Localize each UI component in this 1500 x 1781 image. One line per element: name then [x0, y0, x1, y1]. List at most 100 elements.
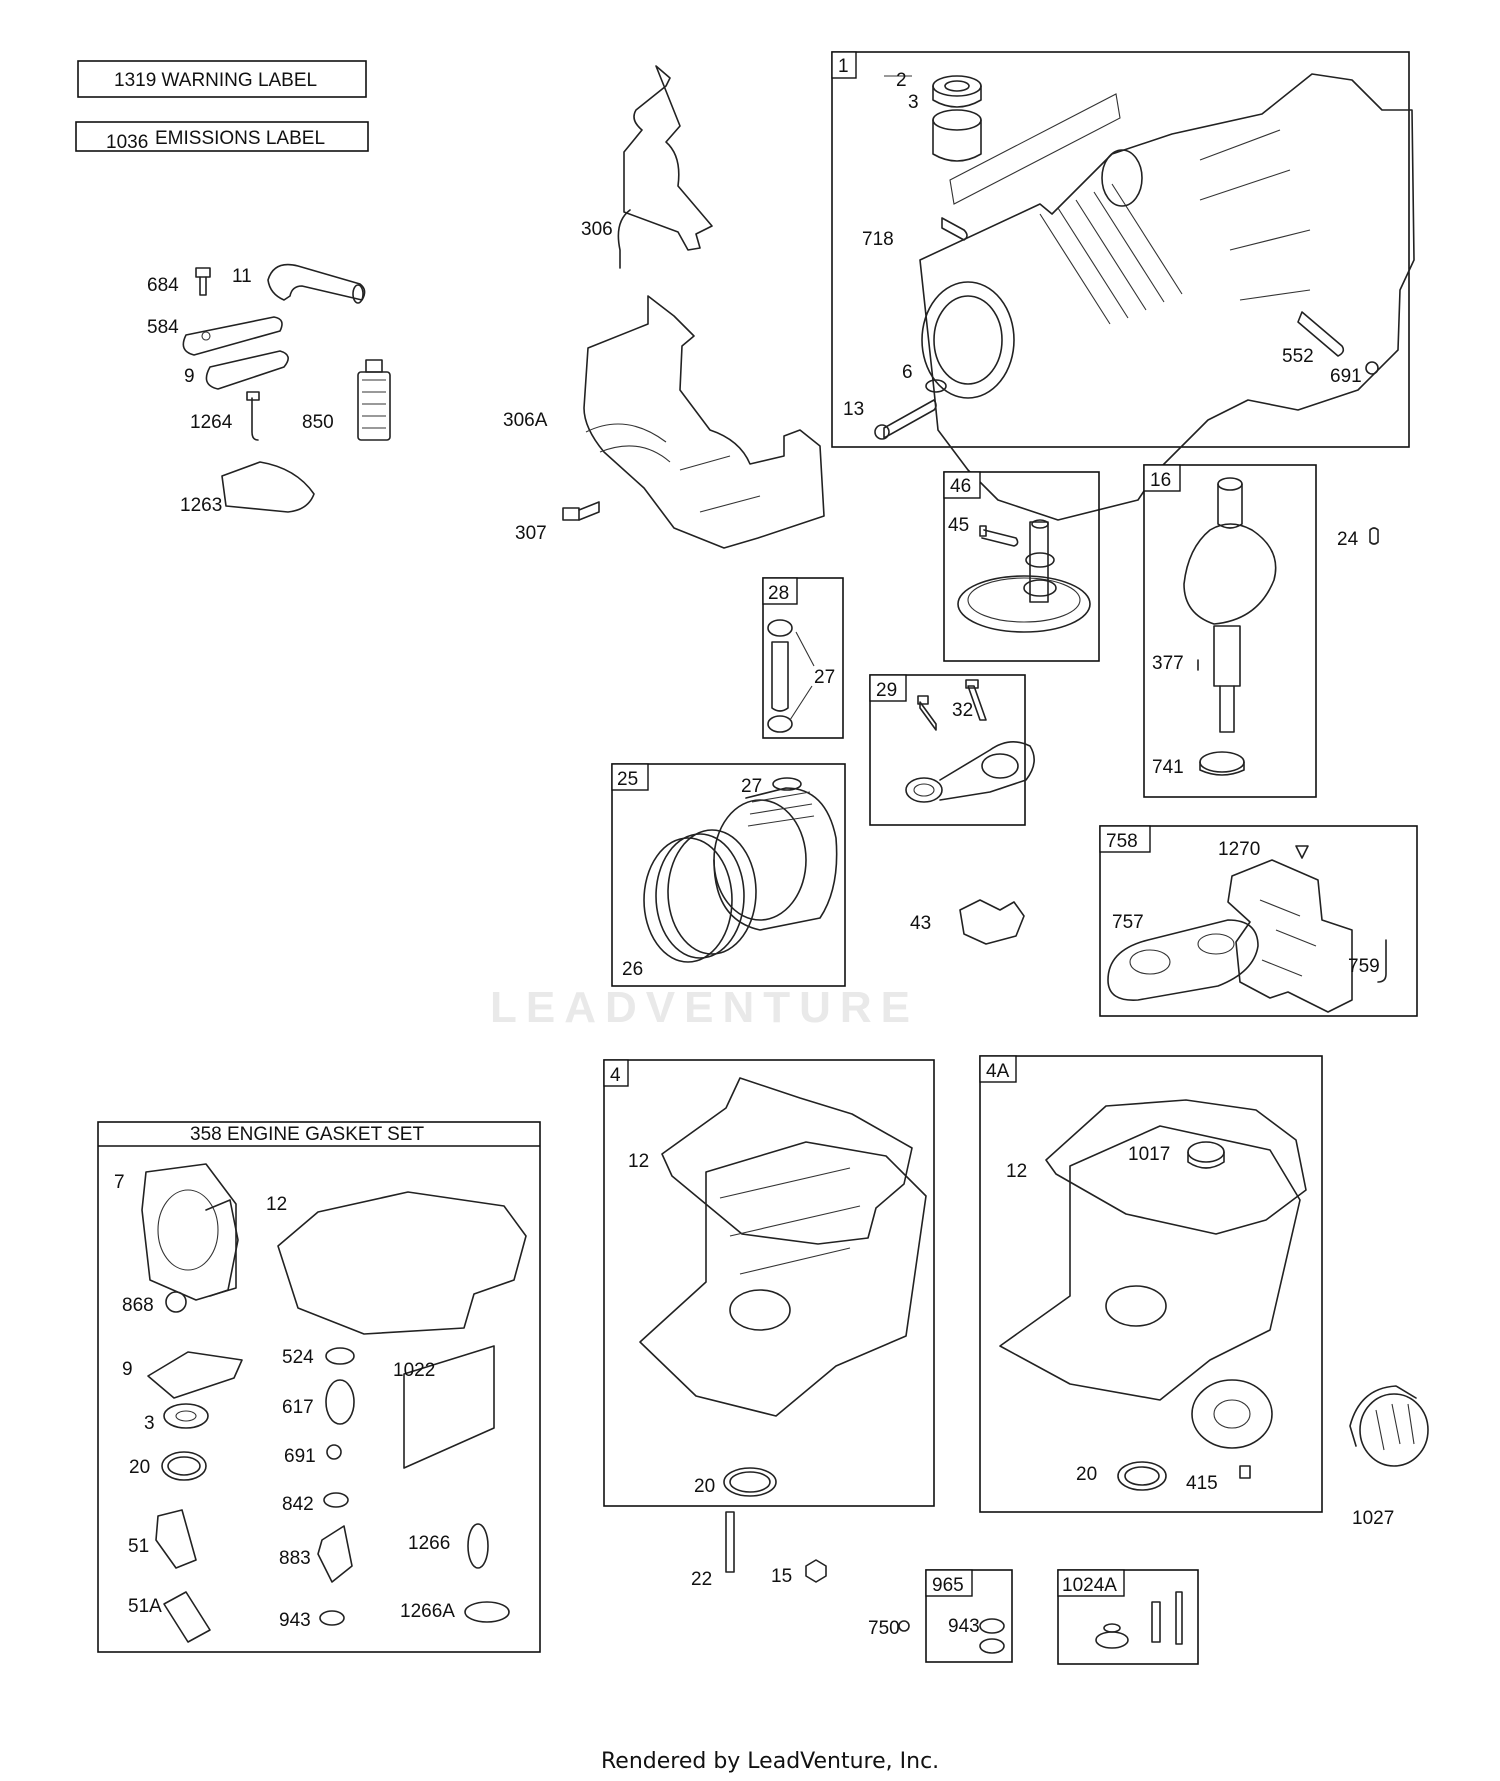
box-4	[603, 1059, 935, 1507]
box-28	[762, 577, 844, 739]
label-gs-842: 842	[282, 1494, 314, 1515]
box-16-number: 16	[1150, 470, 1171, 491]
label-377: 377	[1152, 653, 1184, 674]
wrist-pin-part	[771, 641, 789, 712]
rod-bolt-1	[917, 695, 937, 731]
box-758	[1099, 825, 1418, 1017]
label-718: 718	[862, 229, 894, 250]
label-gs-9: 9	[122, 1359, 133, 1380]
seal-943-965	[979, 1618, 1005, 1634]
air-guide-306-part	[623, 65, 713, 251]
part-labels: 684 11 584 9 1264 850 1263 306 306A 307 …	[114, 70, 1394, 1639]
air-guide-306a-part	[583, 295, 825, 549]
pin-691-set	[326, 1444, 342, 1460]
footer-credit: Rendered by LeadVenture, Inc.	[601, 1749, 939, 1774]
label-1263: 1263	[180, 495, 222, 516]
label-gs-883: 883	[279, 1548, 311, 1569]
label-2: 2	[896, 70, 907, 91]
screw-1270-part	[1295, 845, 1309, 859]
gasket-51a	[163, 1591, 211, 1643]
box-46-number: 46	[950, 476, 971, 497]
dowel-718-part	[941, 217, 968, 241]
label-gs-943: 943	[279, 1610, 311, 1631]
oil-pump-1017-part	[1187, 1141, 1225, 1169]
label-943-965: 943	[948, 1616, 980, 1637]
box-28-tab	[762, 577, 798, 605]
dowel-552-part	[1297, 311, 1345, 357]
box-965-number: 965	[932, 1575, 964, 1596]
label-gs-7: 7	[114, 1172, 125, 1193]
box-29-tab	[869, 674, 907, 702]
pin-691-part	[1365, 361, 1379, 375]
label-gs-12: 12	[266, 1194, 287, 1215]
label-1017: 1017	[1128, 1144, 1170, 1165]
crankcase-gasket-12-set	[277, 1191, 527, 1335]
label-684: 684	[147, 275, 179, 296]
piston-rings-part	[643, 829, 757, 963]
emissions-label-text: EMISSIONS LABEL	[155, 128, 325, 149]
oring-1266	[467, 1523, 489, 1569]
box-1024a-number: 1024A	[1062, 1575, 1117, 1596]
gasket-883	[317, 1525, 353, 1583]
label-1270: 1270	[1218, 839, 1260, 860]
label-6: 6	[902, 362, 913, 383]
warning-label-text: 1319 WARNING LABEL	[114, 70, 317, 91]
label-22: 22	[691, 1569, 712, 1590]
screw-1264-head	[246, 391, 260, 401]
emissions-label-box	[75, 121, 369, 152]
box-4a-number: 4A	[986, 1061, 1010, 1082]
part-750	[898, 1620, 910, 1632]
oring-1266a	[464, 1601, 510, 1623]
box-16	[1143, 464, 1317, 798]
box-1024a	[1057, 1569, 1199, 1665]
box-25-tab	[611, 763, 649, 791]
piston-ring-27	[772, 777, 802, 791]
cover-hole	[201, 331, 211, 341]
label-1027: 1027	[1352, 1508, 1394, 1529]
screw-307-part	[562, 501, 600, 521]
label-gs-691: 691	[284, 1446, 316, 1467]
air-guide-306-fold	[617, 209, 631, 269]
bolt-684-part	[195, 267, 211, 296]
label-gs-524: 524	[282, 1347, 314, 1368]
retaining-ring-bottom	[767, 715, 793, 733]
box-1-tab	[831, 51, 857, 79]
camshaft-gear-part	[957, 519, 1091, 633]
label-1264: 1264	[190, 412, 233, 433]
air-guide-306a-detail	[585, 423, 761, 513]
label-12-sump-alt: 12	[1006, 1161, 1027, 1182]
box-28-number: 28	[768, 583, 789, 604]
label-306a: 306A	[503, 410, 548, 431]
bolt-22-part	[725, 1511, 735, 1573]
box-46	[943, 471, 1100, 662]
pin-24-part	[1369, 527, 1379, 545]
label-850: 850	[302, 412, 334, 433]
box-25	[611, 763, 846, 987]
head-gasket-part	[141, 1163, 239, 1301]
oil-seal-20-alt	[1117, 1461, 1167, 1491]
cylinder-block-part	[919, 73, 1415, 521]
cylinder-seal-plane	[949, 93, 1121, 205]
seal-524	[325, 1347, 355, 1365]
box-965-tab	[925, 1569, 973, 1597]
label-gs-868: 868	[122, 1295, 154, 1316]
box-46-tab	[943, 471, 981, 499]
label-gs-3: 3	[144, 1413, 155, 1434]
gasket-1022	[403, 1345, 495, 1469]
sump-gasket-12-alt	[1045, 1099, 1307, 1235]
box-29-number: 29	[876, 680, 897, 701]
oil-seal-20-sump	[723, 1467, 777, 1497]
seal-842	[323, 1492, 349, 1508]
box-1024a-tab	[1057, 1569, 1125, 1597]
label-gs-1266a: 1266A	[400, 1601, 455, 1622]
label-gs-1022: 1022	[393, 1360, 435, 1381]
label-gs-20: 20	[129, 1457, 150, 1478]
box-29	[869, 674, 1026, 826]
label-24: 24	[1337, 529, 1359, 550]
label-306: 306	[581, 219, 613, 240]
label-gs-51: 51	[128, 1536, 149, 1557]
label-3: 3	[908, 92, 919, 113]
label-32: 32	[952, 700, 973, 721]
watermark: LEADVENTURE	[490, 983, 919, 1032]
